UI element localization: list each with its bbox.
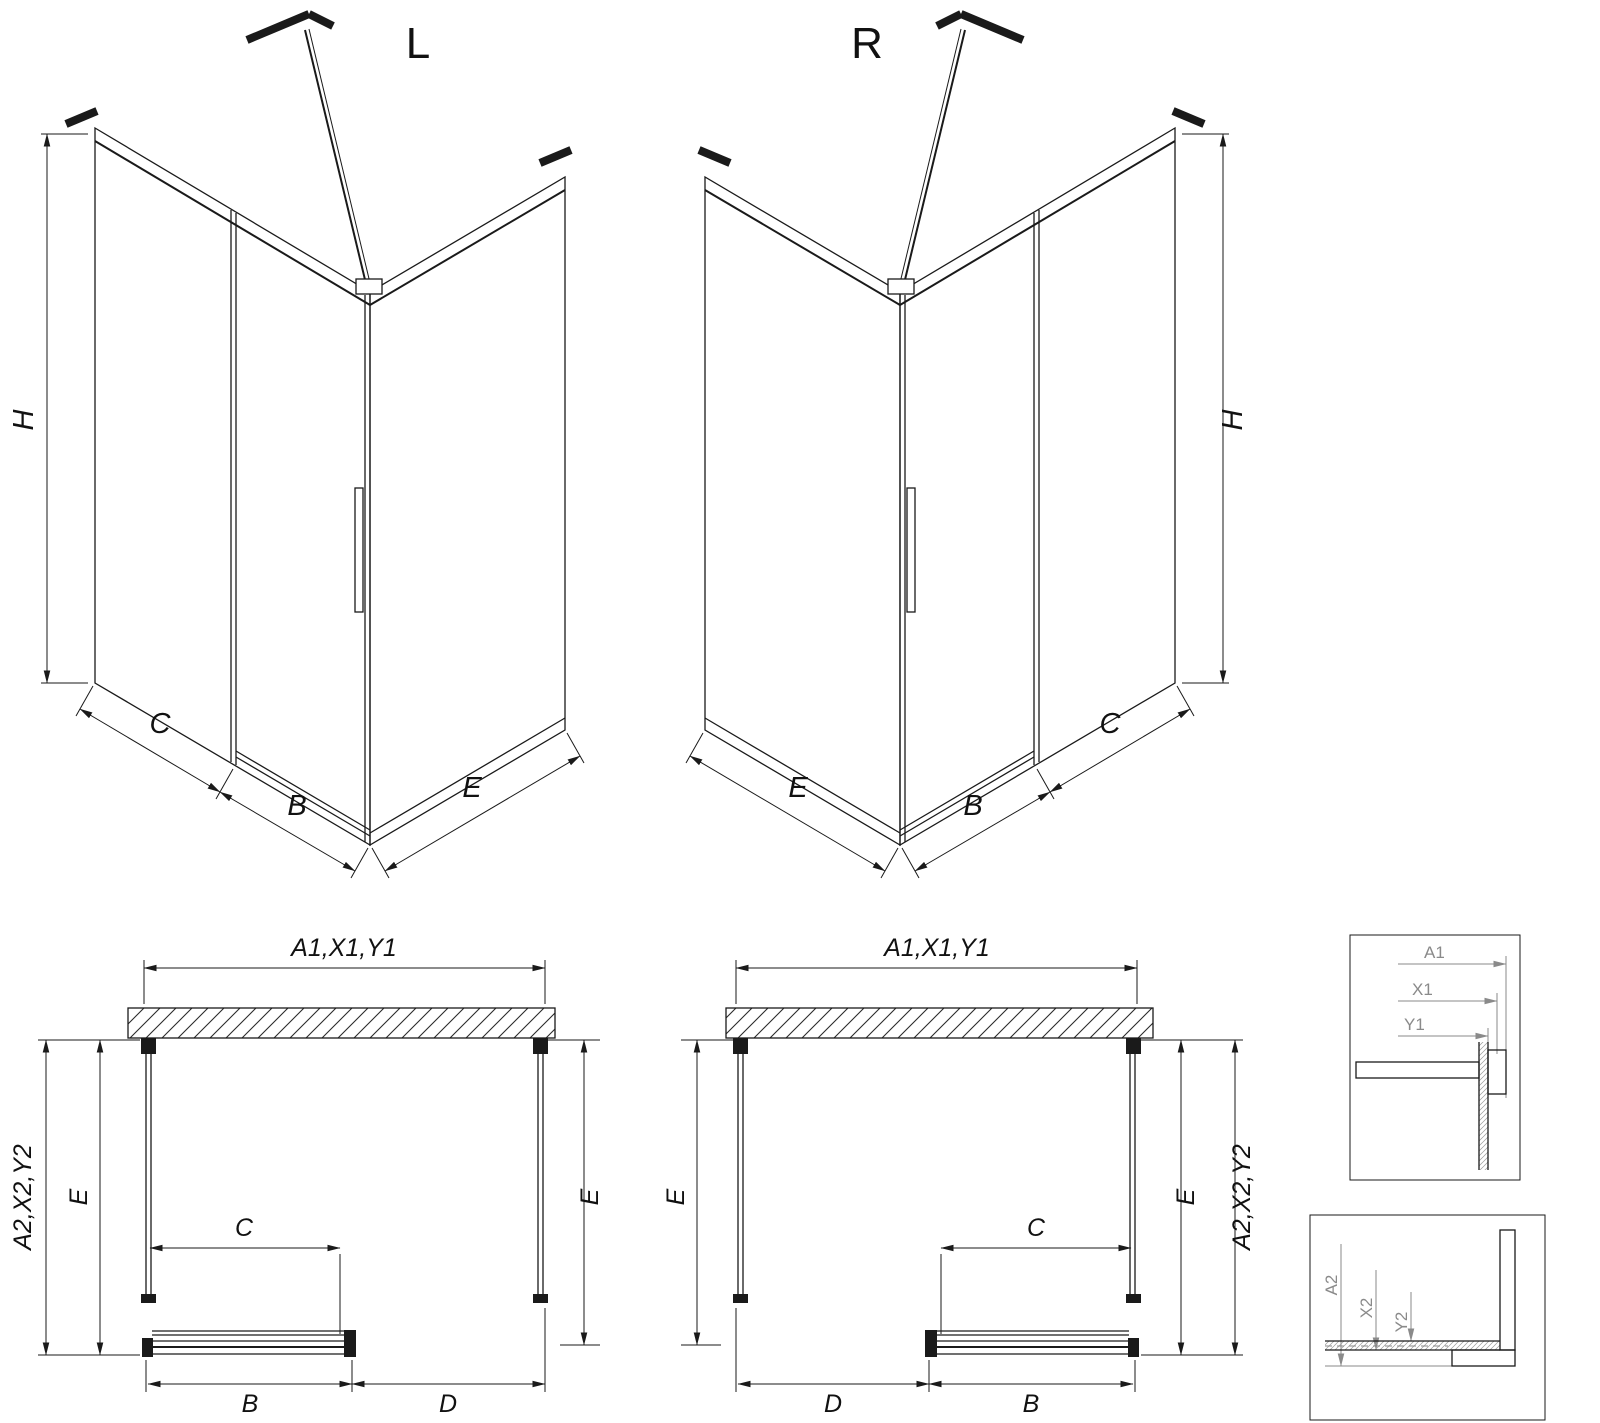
dim-label-e-right: E	[1172, 1188, 1200, 1205]
view-title-right: R	[851, 19, 883, 68]
dim-label-width: A1,X1,Y1	[882, 934, 990, 962]
wall-bracket-icon	[64, 107, 99, 128]
dim-label-x1: X1	[1412, 980, 1433, 999]
dim-label-a2: A2	[1322, 1275, 1341, 1296]
corner-cap	[887, 278, 915, 295]
ceiling-bracket-icon	[959, 10, 1025, 44]
dim-label-h: H	[1217, 409, 1249, 430]
dim-label-width: A1,X1,Y1	[289, 934, 397, 962]
sliding-door-assembly	[142, 1330, 356, 1357]
dim-label-b: B	[963, 790, 982, 822]
plan-right-dimensions: A1,X1,Y1 E E A2,X2,Y2 C B D	[662, 934, 1256, 1418]
detail-view-depth: A2 X2 Y2	[1309, 1214, 1546, 1421]
dim-label-e-left: E	[65, 1188, 93, 1205]
iso-view-right: R H	[685, 10, 1249, 879]
side-panel-right	[1126, 1038, 1141, 1303]
dim-label-y1: Y1	[1404, 1015, 1425, 1034]
dim-label-e-left: E	[662, 1188, 690, 1205]
dim-label-d: D	[439, 1390, 457, 1418]
plan-left-dimensions: A1,X1,Y1 A2,X2,Y2 E E C B D	[9, 934, 604, 1418]
door-handle	[354, 487, 364, 613]
wall-bracket-icon	[697, 146, 732, 167]
wall-bracket-icon	[538, 146, 573, 167]
building-wall-section	[127, 1007, 556, 1039]
dim-label-c: C	[235, 1214, 254, 1242]
ceiling-support-right	[887, 10, 1025, 295]
dim-label-c: C	[150, 708, 172, 740]
detail-frame	[1349, 934, 1521, 1181]
dim-label-d: D	[824, 1390, 842, 1418]
building-wall-section	[725, 1007, 1154, 1039]
glass-wall-door-right	[899, 126, 1176, 847]
wall-profile-bracket	[533, 1038, 548, 1054]
dim-label-y2: Y2	[1392, 1312, 1411, 1333]
plan-view-right: A1,X1,Y1 E E A2,X2,Y2 C B D	[662, 934, 1256, 1418]
iso-right-dimensions: H C B E	[685, 133, 1249, 879]
wall-bracket-icon	[1171, 107, 1206, 128]
door-handle	[906, 487, 916, 613]
side-panel-left	[733, 1038, 748, 1303]
dim-label-e: E	[462, 772, 482, 804]
dim-label-a1: A1	[1424, 943, 1445, 962]
detail-frame	[1309, 1214, 1546, 1421]
glass-wall-side-left	[369, 175, 566, 847]
detail-view-width: A1 X1 Y1	[1349, 934, 1521, 1181]
dim-label-depth: A2,X2,Y2	[9, 1144, 37, 1252]
dim-label-depth: A2,X2,Y2	[1228, 1144, 1256, 1252]
dim-label-h: H	[8, 409, 40, 430]
dim-label-b: B	[1023, 1390, 1040, 1418]
iso-view-left: L	[8, 10, 585, 879]
floor-profile-section	[1325, 1229, 1516, 1367]
dim-label-x2: X2	[1357, 1298, 1376, 1319]
side-panel-right	[533, 1038, 548, 1303]
corner-cap	[355, 278, 383, 295]
wall-profile-bracket	[733, 1038, 748, 1054]
dim-label-c: C	[1100, 708, 1122, 740]
side-panel-left	[141, 1038, 156, 1303]
dim-label-b: B	[287, 790, 306, 822]
view-title-left: L	[406, 19, 430, 68]
sliding-door-assembly	[925, 1330, 1139, 1357]
glass-section	[1479, 1042, 1488, 1170]
wall-profile-bracket	[1126, 1038, 1141, 1054]
wall-profile-bracket	[141, 1038, 156, 1054]
dim-label-e-right: E	[576, 1188, 604, 1205]
dim-label-e: E	[788, 772, 808, 804]
wall-profile-section	[1355, 1042, 1507, 1170]
dim-label-c: C	[1027, 1214, 1046, 1242]
glass-wall-door-left	[94, 126, 371, 847]
iso-left-dimensions: H C B E	[8, 133, 585, 879]
plan-view-left: A1,X1,Y1 A2,X2,Y2 E E C B D	[9, 934, 604, 1418]
dim-label-b: B	[242, 1390, 259, 1418]
glass-wall-side-right	[704, 175, 901, 847]
ceiling-bracket-icon	[245, 10, 311, 44]
ceiling-support-left	[245, 10, 383, 295]
